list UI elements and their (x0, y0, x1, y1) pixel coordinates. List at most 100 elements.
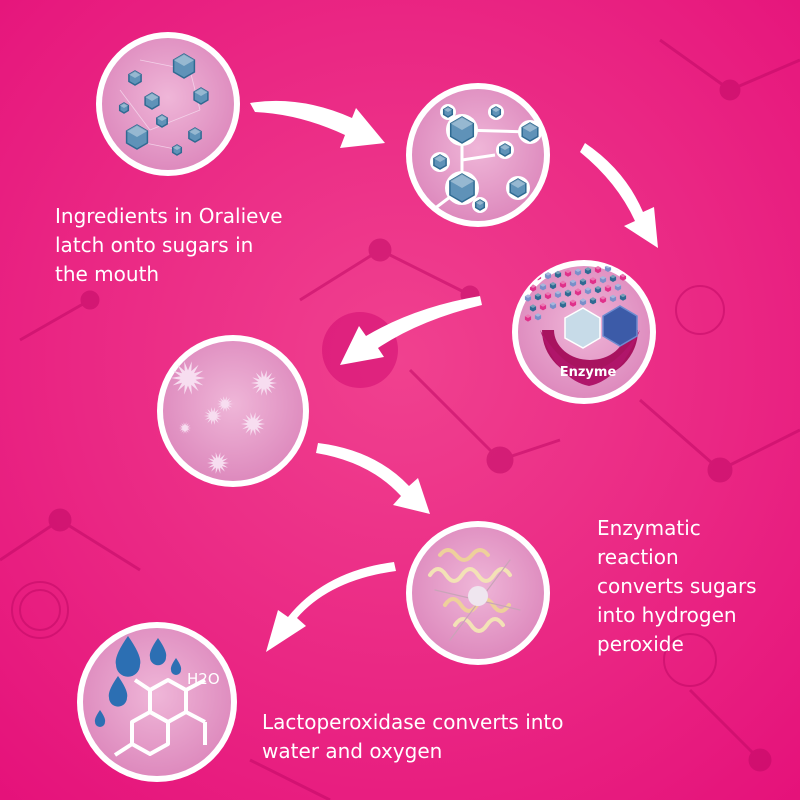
particle-facet (614, 283, 622, 288)
star (251, 370, 277, 396)
crystal-facet (491, 107, 501, 112)
particle-facet (564, 289, 572, 294)
particle (609, 294, 617, 302)
crystal-facet (188, 128, 202, 135)
particle (559, 300, 567, 308)
flow-arrows (250, 100, 658, 652)
crystal-facet (172, 145, 182, 150)
dark-crystal-icon (602, 305, 638, 347)
particle-facet (574, 288, 582, 292)
particle-facet (569, 299, 577, 304)
particle-facet (579, 298, 587, 302)
crystal-icon (118, 53, 209, 156)
light-crystal-icon (564, 307, 601, 349)
crystal (474, 199, 486, 211)
particle-facet (564, 269, 572, 274)
particle-facet (599, 276, 607, 280)
particle-facet (574, 268, 582, 272)
arrow-icon (580, 143, 658, 248)
particle (584, 287, 592, 295)
particle-facet (609, 294, 617, 299)
particle-facet (559, 280, 567, 285)
particle (569, 299, 577, 307)
crystal-facet (128, 71, 142, 78)
particle (539, 303, 547, 311)
star (179, 422, 191, 434)
particle (614, 283, 622, 291)
particle-facet (584, 287, 592, 291)
molecule-structure-icon (113, 678, 207, 757)
particle (529, 284, 537, 292)
crystal-facet (522, 123, 538, 132)
particle-facet (599, 296, 607, 300)
particle (524, 314, 532, 322)
particle (574, 268, 582, 276)
particle-facet (594, 286, 602, 290)
crystal-facet (145, 93, 159, 101)
crystal (449, 173, 475, 203)
particle-facet (589, 297, 597, 301)
particle-facet (534, 293, 542, 297)
crystal (521, 122, 539, 142)
crystal-icon (430, 104, 542, 213)
droplet (149, 638, 167, 666)
particle-facet (554, 270, 562, 275)
particle (524, 294, 532, 302)
crystal-facet (194, 88, 208, 96)
particle (594, 266, 602, 274)
crystal (193, 87, 209, 105)
crystal (509, 178, 527, 198)
particle (604, 284, 612, 292)
particle (539, 283, 547, 291)
droplet (170, 658, 182, 675)
particle-facet (554, 290, 562, 295)
particle (609, 274, 617, 282)
arrow-icon (250, 100, 385, 148)
particle (594, 286, 602, 294)
arrow-icon (316, 443, 430, 514)
crystal-facet (449, 174, 475, 188)
particle-facet (604, 284, 612, 289)
crystal (433, 154, 447, 170)
crystal (125, 124, 149, 150)
particle (534, 293, 542, 301)
crystal (118, 102, 130, 114)
enzyme-label: Enzyme (560, 365, 617, 380)
particle (579, 278, 587, 286)
particle-facet (584, 267, 592, 271)
particle-facet (539, 303, 547, 307)
particle (544, 272, 552, 280)
particle-facet (604, 264, 612, 269)
particle (534, 313, 542, 321)
star (241, 412, 265, 436)
crystal (449, 116, 475, 144)
droplet (108, 676, 128, 707)
crystal-facet (126, 125, 148, 137)
step-circle-sugars (96, 32, 240, 176)
particle (564, 289, 572, 297)
particle (554, 270, 562, 278)
step-circle-water-oxygen: H2O (77, 622, 237, 782)
particle-facet (549, 282, 557, 286)
arrow-icon (266, 562, 396, 652)
particle-facet (544, 292, 552, 296)
molecule-label: H2O (187, 670, 220, 688)
star (204, 407, 222, 425)
step-circle-hydrogen-peroxide (157, 335, 309, 487)
crystal (442, 106, 454, 118)
crystal-facet (173, 54, 195, 66)
particle-facet (549, 302, 557, 306)
particle-facet (524, 294, 532, 298)
crystal (156, 114, 168, 128)
particle-facet (524, 314, 532, 318)
step-circle-lactoperoxidase (406, 521, 550, 665)
step-circle-latching (406, 83, 550, 227)
crystal-facet (433, 155, 447, 162)
particle-facet (534, 313, 542, 317)
crystal (172, 53, 196, 79)
star (207, 452, 229, 474)
particle-facet (569, 279, 577, 284)
crystal-facet (475, 200, 485, 205)
particle-facet (529, 304, 537, 308)
